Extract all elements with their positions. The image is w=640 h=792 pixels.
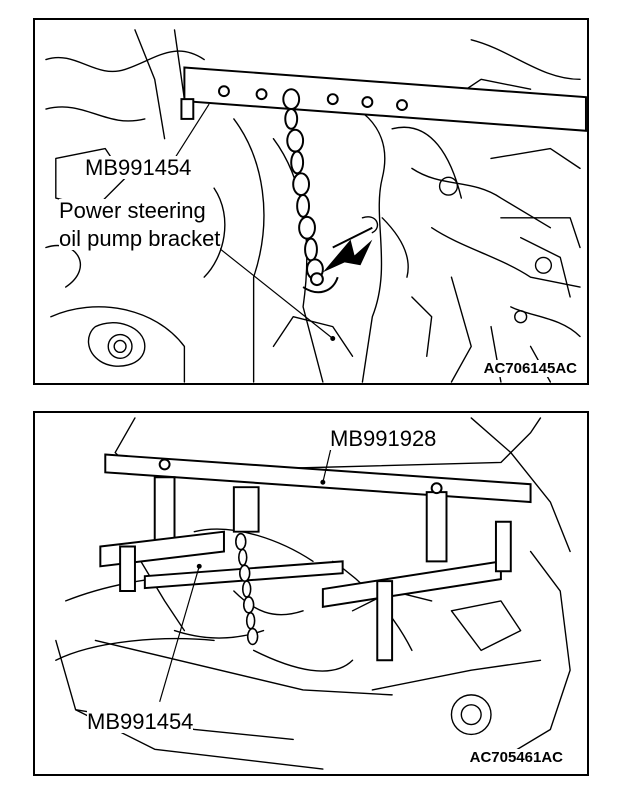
callout-bracket-line1: Power steering (59, 198, 206, 223)
callout-special-tool-bottom: MB991454 (87, 709, 194, 734)
figure-code-bottom: AC705461AC (467, 749, 565, 766)
engine-bay-illustration-top (45, 29, 587, 383)
engine-bay-illustration-bottom (55, 417, 571, 770)
callout-special-tool-top: MB991454 (85, 155, 192, 180)
callout-bracket-line2: oil pump bracket (59, 226, 221, 251)
figure-engine-hanger-attachment: MB991454 Power steering oil pump bracket… (33, 18, 589, 385)
callout-engine-hanger: MB991928 (330, 426, 437, 451)
figure-code-top: AC706145AC (481, 360, 579, 377)
figure-engine-hanger-installed: MB991928 MB991454 AC705461AC (33, 411, 589, 776)
